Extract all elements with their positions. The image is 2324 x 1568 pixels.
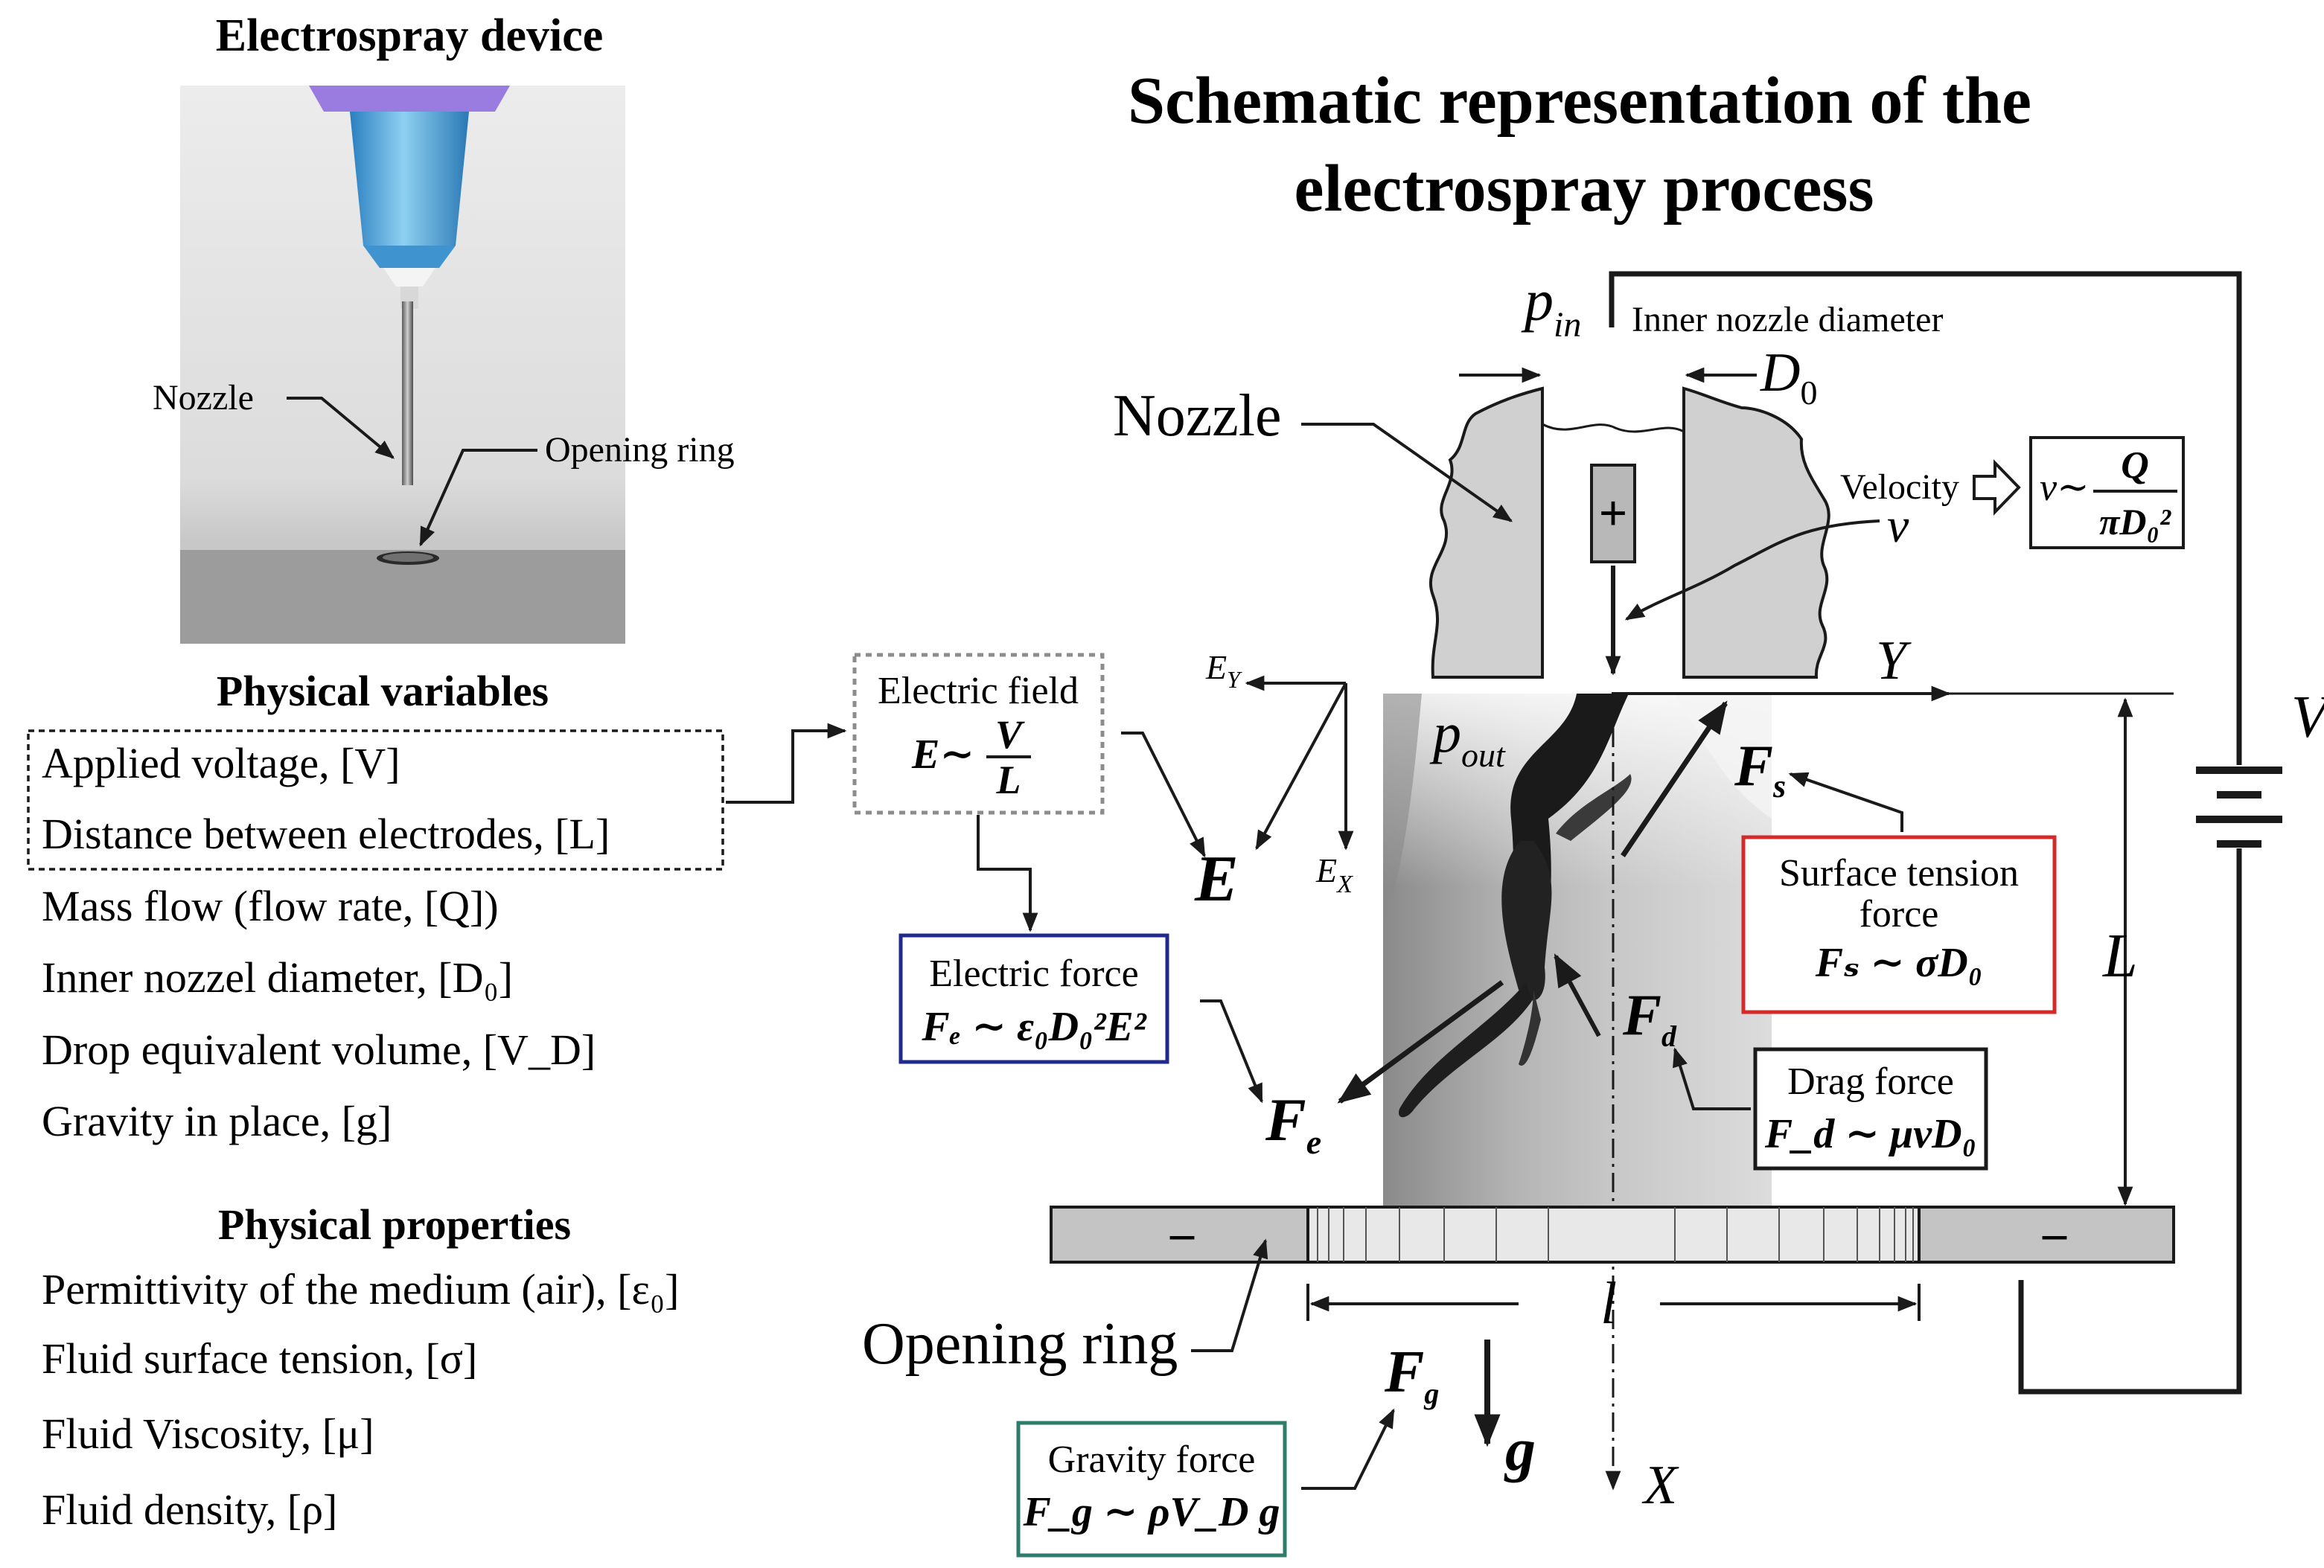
variable-item: Gravity in place, [g] <box>42 1097 392 1145</box>
negative-charge-right: – <box>2042 1206 2067 1259</box>
schematic-title-line2: electrospray process <box>1295 152 1874 225</box>
p-out-label: pout <box>1429 702 1506 774</box>
properties-title: Physical properties <box>218 1200 571 1249</box>
photo-label-nozzle: Nozzle <box>153 378 254 417</box>
opening-ring-leader-schematic <box>1191 1238 1268 1352</box>
variable-item: Applied voltage, [V] <box>42 739 400 787</box>
inner-nozzle-diameter-label: Inner nozzle diameter <box>1632 300 1943 339</box>
nozzle-right-wall <box>1682 386 1830 679</box>
voltage-distance-box <box>27 729 724 871</box>
drag-symbol: Fd <box>1622 982 1677 1053</box>
d0-label: D0 <box>1760 342 1817 412</box>
liquid-meniscus <box>1542 423 1685 433</box>
electric-field-title: Electric field <box>878 670 1079 712</box>
electric-field-numerator: V <box>995 712 1025 757</box>
electric-force-symbol: Fe <box>1265 1086 1321 1161</box>
electric-force-arrow <box>1337 980 1504 1104</box>
nozzle-label-leader <box>1301 423 1513 522</box>
property-item: Fluid Viscosity, [μ] <box>42 1409 374 1458</box>
property-item: Fluid surface tension, [σ] <box>42 1334 477 1383</box>
drag-formula: F_d ∼ μvD₀ <box>1764 1111 1976 1157</box>
ring-width-label: l <box>1600 1271 1617 1337</box>
photo-title: Electrospray device <box>216 10 604 61</box>
property-item: Permittivity of the medium (air), [ε₀] <box>42 1265 679 1313</box>
electric-field-box <box>852 653 1105 815</box>
photo-label-opening-ring: Opening ring <box>545 430 735 470</box>
surface-tension-formula: Fₛ ∼ σD₀ <box>1815 940 1983 986</box>
gravity-title: Gravity force <box>1048 1439 1256 1481</box>
variable-item: Drop equivalent volume, [V_D] <box>42 1025 596 1074</box>
electric-field-denominator: L <box>996 758 1021 802</box>
drag-arrow <box>1554 953 1601 1037</box>
surface-tension-symbol: Fs <box>1734 733 1786 804</box>
variable-item: Inner nozzel diameter, [D₀] <box>42 953 513 1002</box>
nozzle-left-wall <box>1428 386 1544 679</box>
surface-tension-title-2: force <box>1859 893 1939 935</box>
gravity-formula: F_g ∼ ρV_D g <box>1023 1489 1280 1535</box>
battery-icon <box>2196 767 2282 848</box>
electric-force-box <box>898 933 1169 1064</box>
property-item: Fluid density, [ρ] <box>42 1485 337 1534</box>
drag-title: Drag force <box>1787 1060 1954 1103</box>
e-resultant-arrow <box>1255 682 1347 851</box>
opening-ring <box>1050 1206 2175 1264</box>
surface-tension-title-1: Surface tension <box>1779 852 2019 895</box>
gravity-box <box>1016 1421 1287 1558</box>
field-to-e-arrow <box>1121 732 1206 858</box>
velocity-formula-denominator: πD₀² <box>2099 501 2171 543</box>
variable-item: Mass flow (flow rate, [Q]) <box>42 882 499 930</box>
field-to-electric-force-arrow <box>977 815 1038 932</box>
ex-label: EX <box>1315 851 1353 898</box>
velocity-hollow-arrow <box>1973 459 2021 516</box>
voltage-label: V <box>2291 685 2324 750</box>
opening-ring-label: Opening ring <box>862 1311 1178 1377</box>
x-axis-label: X <box>1641 1455 1679 1516</box>
surface-tension-box-arrow <box>1788 772 1903 832</box>
device-photo <box>180 86 625 644</box>
gravity-label: g <box>1504 1415 1536 1483</box>
electric-field-lhs: E∼ <box>911 732 974 778</box>
e-label: E <box>1194 843 1239 915</box>
circuit-wire <box>1609 271 2242 1395</box>
velocity-formula-lhs: v∼ <box>2040 467 2090 509</box>
drag-box <box>1753 1047 1988 1171</box>
negative-charge-left: – <box>1169 1206 1195 1259</box>
v-leader <box>1624 519 1880 621</box>
y-axis-label: Y <box>1876 630 1912 691</box>
v-label: v <box>1887 499 1909 553</box>
electric-force-box-arrow <box>1200 999 1263 1104</box>
distance-label: L <box>2102 921 2138 991</box>
velocity-formula-numerator: Q <box>2121 444 2149 487</box>
p-in-label: pin <box>1521 268 1581 345</box>
surface-tension-box <box>1741 835 2057 1014</box>
velocity-label: Velocity <box>1840 467 1959 507</box>
nozzle-label: Nozzle <box>1113 383 1282 449</box>
variables-to-field-arrow <box>726 723 847 804</box>
charge-box <box>1590 464 1636 563</box>
surface-tension-arrow <box>1621 700 1728 857</box>
electric-force-formula: Fₑ ∼ ε₀D₀²E² <box>921 1004 1146 1050</box>
variable-item: Distance between electrodes, [L] <box>42 810 610 858</box>
electric-force-title: Electric force <box>929 953 1138 995</box>
schematic-title-line1: Schematic representation of the <box>1128 64 2031 138</box>
drag-box-arrow <box>1673 1047 1751 1110</box>
spray-image <box>1383 694 1772 1207</box>
positive-charge: + <box>1599 484 1628 541</box>
ey-label: EY <box>1205 648 1242 693</box>
opening-ring-leader <box>419 449 537 547</box>
gravity-force-symbol: Fg <box>1384 1340 1439 1410</box>
variables-title: Physical variables <box>217 667 549 715</box>
nozzle-leader <box>287 397 395 459</box>
gravity-box-arrow <box>1301 1408 1395 1490</box>
